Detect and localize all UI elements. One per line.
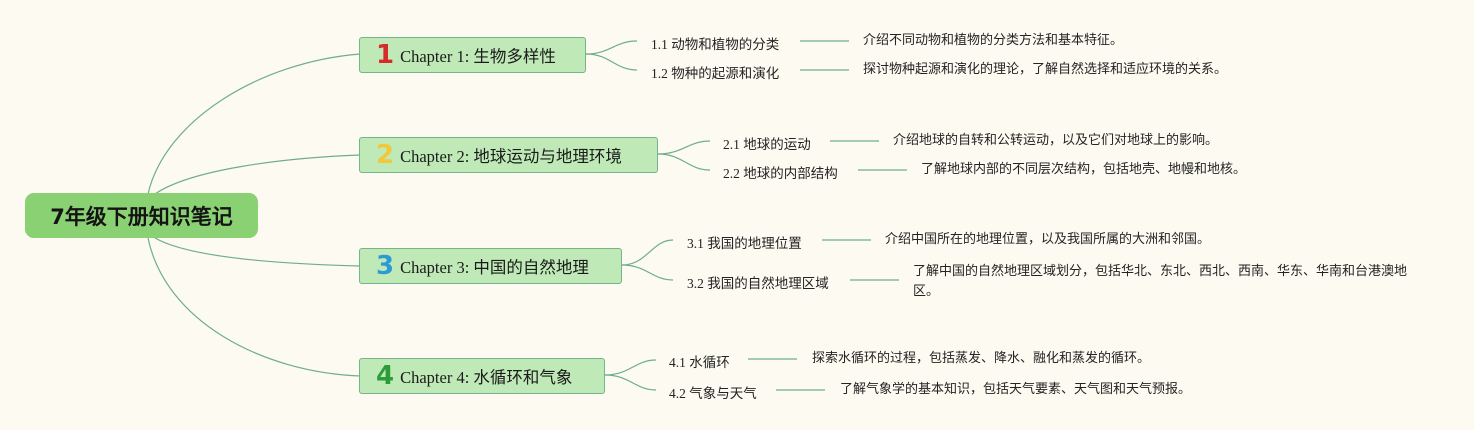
root-to-chapter-1 [147, 53, 361, 195]
topic-3-2-label[interactable]: 3.2 我国的自然地理区域 [687, 276, 829, 291]
chapter-4-node[interactable]: 4 Chapter 4: 水循环和气象 [359, 358, 605, 394]
topic-1-2-description: 探讨物种起源和演化的理论，了解自然选择和适应环境的关系。 [863, 62, 1228, 77]
topic-3-2-description: 了解中国的自然地理区域划分，包括华北、东北、西北、西南、华东、华南和台港澳地区。 [913, 264, 1408, 299]
chapter-3-label: Chapter 3: 中国的自然地理 [400, 258, 589, 277]
topic-2-1-label[interactable]: 2.1 地球的运动 [723, 137, 811, 152]
chapter-2-label: Chapter 2: 地球运动与地理环境 [400, 147, 622, 166]
topic-1-1-description: 介绍不同动物和植物的分类方法和基本特征。 [863, 33, 1124, 48]
root-to-chapter-4 [147, 237, 361, 377]
topic-4-1-description: 探索水循环的过程，包括蒸发、降水、融化和蒸发的循环。 [812, 351, 1151, 366]
chapter-2-node[interactable]: 2 Chapter 2: 地球运动与地理环境 [359, 137, 658, 173]
topic-4-2-label[interactable]: 4.2 气象与天气 [669, 386, 757, 401]
topic-2-2-description: 了解地球内部的不同层次结构，包括地壳、地幔和地核。 [921, 162, 1247, 177]
root-node[interactable]: 7年级下册知识笔记 [25, 193, 258, 238]
topic-2-2-label[interactable]: 2.2 地球的内部结构 [723, 166, 838, 181]
topic-1-1-label[interactable]: 1.1 动物和植物的分类 [651, 37, 780, 52]
topic-1-2-label[interactable]: 1.2 物种的起源和演化 [651, 66, 780, 81]
chapter-number-2-icon: 2 [376, 140, 395, 170]
root-to-chapter-2 [154, 154, 361, 195]
topic-3-1-description: 介绍中国所在的地理位置，以及我国所属的大洲和邻国。 [885, 232, 1211, 247]
topic-2-1-description: 介绍地球的自转和公转运动，以及它们对地球上的影响。 [893, 133, 1219, 148]
chapter-1-node[interactable]: 1 Chapter 1: 生物多样性 [359, 37, 586, 73]
root-to-chapter-3 [154, 237, 361, 267]
chapter-1-label: Chapter 1: 生物多样性 [400, 47, 556, 66]
chapter-number-4-icon: 4 [376, 361, 395, 391]
topic-3-1-label[interactable]: 3.1 我国的地理位置 [687, 236, 802, 251]
chapter-4-label: Chapter 4: 水循环和气象 [400, 368, 573, 387]
chapter-number-3-icon: 3 [376, 251, 395, 281]
root-title: 7年级下册知识笔记 [50, 204, 233, 229]
chapter-3-node[interactable]: 3 Chapter 3: 中国的自然地理 [359, 248, 622, 284]
chapter-number-1-icon: 1 [376, 40, 395, 70]
topic-4-1-label[interactable]: 4.1 水循环 [669, 355, 730, 370]
topic-4-2-description: 了解气象学的基本知识，包括天气要素、天气图和天气预报。 [840, 382, 1192, 397]
